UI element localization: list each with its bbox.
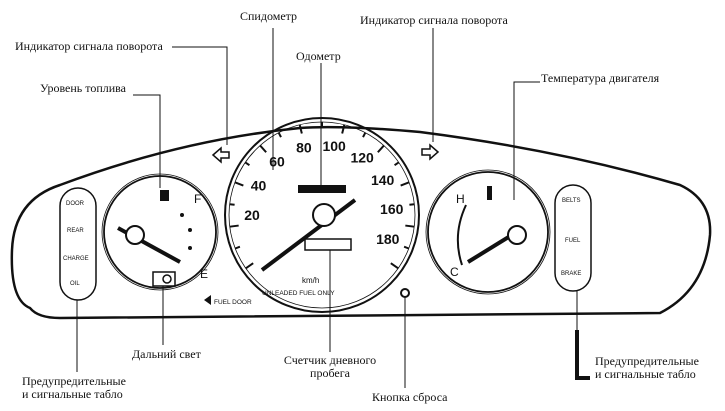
warning-oil: OIL	[70, 281, 80, 287]
speed-tick-mark	[229, 203, 235, 206]
label-warning-left-line2: и сигнальные табло	[22, 387, 123, 401]
label-trip-meter: Счетчик дневного пробега	[280, 354, 380, 380]
temp-hot-label: H	[456, 192, 465, 206]
warning-fuel: FUEL	[565, 238, 581, 244]
label-warning-right-line1: Предупредительные	[595, 354, 699, 368]
speed-tick-mark	[259, 144, 267, 153]
turn-signal-left-icon	[211, 146, 230, 164]
speed-tick-mark	[362, 132, 367, 138]
warning-charge: CHARGE	[63, 256, 89, 262]
speed-unit: km/h	[302, 276, 319, 285]
fuel-empty-label: E	[200, 267, 208, 281]
speed-tick-mark	[298, 124, 303, 134]
turn-signal-right-icon	[421, 143, 440, 161]
label-trip-line1: Счетчик дневного	[283, 353, 377, 367]
label-warning-right: Предупредительные и сигнальные табло	[595, 355, 699, 381]
label-turn-right: Индикатор сигнала поворота	[360, 13, 508, 27]
speed-tick-mark	[234, 245, 241, 250]
label-speedometer: Спидометр	[240, 9, 298, 23]
speed-tick-label: 160	[380, 201, 404, 217]
label-fuel-level: Уровень топлива	[40, 81, 127, 95]
label-trip-line2: пробега	[310, 366, 350, 380]
speed-tick-mark	[341, 124, 346, 134]
reset-button	[400, 288, 410, 298]
speed-tick-mark	[409, 203, 415, 206]
warning-brake: BRAKE	[561, 271, 581, 277]
label-reset-button: Кнопка сброса	[372, 390, 448, 404]
fuel-full-label: F	[194, 192, 201, 206]
speed-tick-mark	[229, 224, 239, 228]
instrument-panel-outline	[10, 125, 712, 320]
callout-bracket-right	[575, 330, 590, 380]
high-beam-indicator	[152, 271, 176, 287]
trip-meter-display	[304, 238, 352, 251]
speed-tick-mark	[244, 161, 250, 167]
warning-panel-right	[554, 184, 592, 292]
fuel-pump-icon	[160, 190, 169, 201]
speed-tick-label: 60	[269, 153, 285, 169]
warning-belts: BELTS	[562, 198, 581, 204]
callout-lines	[76, 28, 578, 388]
odometer-display	[298, 185, 346, 193]
label-engine-temp: Температура двигателя	[541, 71, 660, 85]
label-warning-left: Предупредительные и сигнальные табло	[22, 375, 126, 401]
speed-tick-label: 20	[244, 207, 260, 223]
warning-panel-left	[59, 187, 97, 301]
fuel-note: UNLEADED FUEL ONLY	[262, 290, 335, 297]
label-warning-left-line1: Предупредительные	[22, 374, 126, 388]
speed-tick-mark	[277, 132, 282, 138]
warning-rear: REAR	[67, 228, 84, 234]
speed-tick-label: 40	[251, 177, 267, 193]
fuel-door-arrow-icon	[204, 295, 211, 305]
speed-tick-mark	[405, 224, 415, 228]
speed-tick-label: 180	[376, 231, 400, 247]
fuel-door-label: FUEL DOOR	[214, 299, 252, 306]
speed-tick-label: 120	[350, 150, 374, 166]
label-high-beam: Дальний свет	[132, 347, 201, 361]
speed-tick-mark	[403, 245, 410, 250]
speed-tick-label: 100	[322, 138, 346, 154]
temperature-gauge	[425, 169, 551, 295]
speed-tick-mark	[377, 144, 385, 153]
speed-tick-mark	[390, 262, 399, 270]
speed-tick-mark	[400, 181, 410, 187]
label-odometer: Одометр	[296, 49, 341, 63]
speed-tick-mark	[245, 262, 254, 270]
speed-tick-label: 80	[296, 139, 312, 155]
label-turn-left: Индикатор сигнала поворота	[15, 39, 163, 53]
speed-tick-mark	[394, 161, 400, 167]
warning-door: DOOR	[66, 201, 85, 207]
thermometer-icon	[487, 186, 492, 200]
speed-tick-mark	[234, 181, 244, 187]
temp-cold-label: C	[450, 265, 459, 279]
label-warning-right-line2: и сигнальные табло	[595, 367, 696, 381]
speed-tick-label: 140	[371, 172, 395, 188]
